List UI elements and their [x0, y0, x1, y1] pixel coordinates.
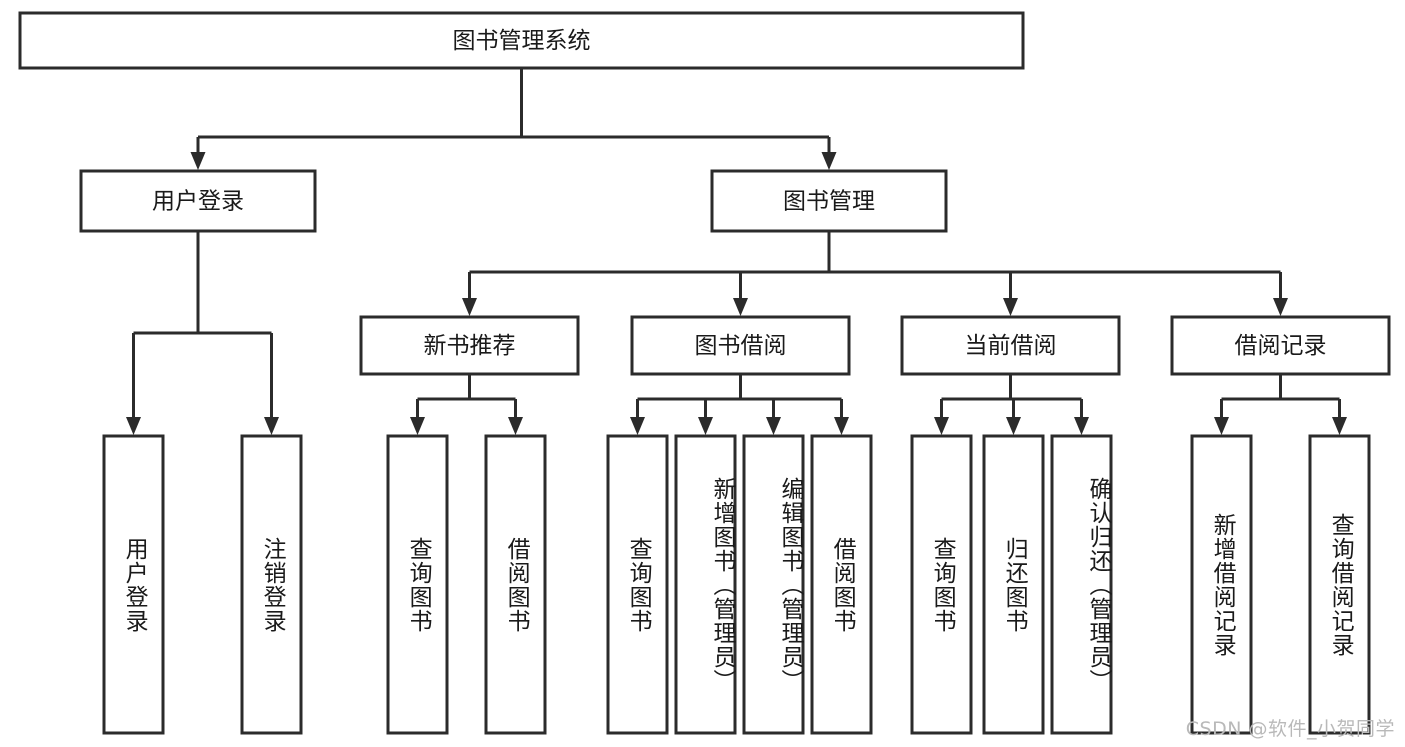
- arrow-head: [934, 417, 949, 435]
- node-box-leaf-rec-add[interactable]: [1190, 434, 1253, 735]
- arrow-head: [1332, 417, 1347, 435]
- node-box-current-borrow[interactable]: [900, 315, 1121, 376]
- connector-layer: [126, 68, 1347, 435]
- node-box-leaf-borrow-do[interactable]: [810, 434, 873, 735]
- node-box-leaf-rec-query[interactable]: [386, 434, 449, 735]
- arrow-head: [1273, 298, 1288, 316]
- arrow-head: [1006, 417, 1021, 435]
- node-label-root: 图书管理系统: [453, 28, 591, 54]
- node-label-user-login: 用户登录: [152, 189, 244, 215]
- node-box-user-login[interactable]: [79, 169, 317, 233]
- node-box-leaf-borrow-query[interactable]: [606, 434, 669, 735]
- node-label-book-manage: 图书管理: [783, 189, 875, 215]
- node-label-new-book-rec: 新书推荐: [424, 333, 516, 359]
- arrow-head: [462, 298, 477, 316]
- connector-group-book-borrow: [630, 374, 849, 435]
- arrow-head: [126, 417, 141, 435]
- connector-group-new-book-rec: [410, 374, 523, 435]
- arrow-head: [630, 417, 645, 435]
- arrow-head: [766, 417, 781, 435]
- node-box-leaf-user-login[interactable]: [102, 434, 165, 735]
- connector-group-root: [190, 68, 837, 170]
- node-box-book-manage[interactable]: [710, 169, 948, 233]
- arrow-head: [410, 417, 425, 435]
- arrow-head: [821, 152, 837, 170]
- connector-group-borrow-record: [1214, 374, 1347, 435]
- node-label-current-borrow: 当前借阅: [965, 333, 1057, 359]
- node-box-leaf-rec-borrow[interactable]: [484, 434, 547, 735]
- node-box-leaf-cur-confirm[interactable]: [1050, 434, 1113, 735]
- arrow-head: [1214, 417, 1229, 435]
- connector-group-user-login: [126, 231, 279, 435]
- node-box-leaf-borrow-add[interactable]: [674, 434, 737, 735]
- node-box-leaf-cur-query[interactable]: [910, 434, 973, 735]
- connector-group-book-manage: [462, 231, 1288, 316]
- node-box-leaf-borrow-edit[interactable]: [742, 434, 805, 735]
- node-box-new-book-rec[interactable]: [359, 315, 580, 376]
- node-box-root[interactable]: [18, 11, 1025, 70]
- node-label-book-borrow: 图书借阅: [695, 333, 787, 359]
- node-box-layer: [18, 11, 1391, 735]
- connector-group-current-borrow: [934, 374, 1089, 435]
- arrow-head: [733, 298, 748, 316]
- arrow-head: [834, 417, 849, 435]
- arrow-head: [698, 417, 713, 435]
- arrow-head: [1074, 417, 1089, 435]
- node-box-leaf-rec-query2[interactable]: [1308, 434, 1371, 735]
- node-box-book-borrow[interactable]: [630, 315, 851, 376]
- watermark: CSDN @软件_小贺同学: [1185, 718, 1395, 740]
- node-label-borrow-record: 借阅记录: [1235, 333, 1327, 359]
- arrow-head: [508, 417, 523, 435]
- arrow-head: [1003, 298, 1018, 316]
- node-box-leaf-cur-return[interactable]: [982, 434, 1045, 735]
- arrow-head: [264, 417, 279, 435]
- node-box-borrow-record[interactable]: [1170, 315, 1391, 376]
- node-box-leaf-logout[interactable]: [240, 434, 303, 735]
- arrow-head: [190, 152, 206, 170]
